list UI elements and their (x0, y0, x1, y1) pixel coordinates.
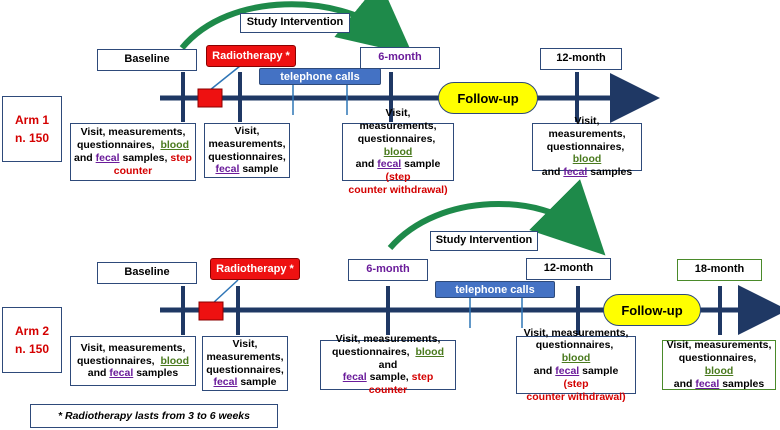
arm1-12month-label: 12-month (540, 48, 622, 70)
t: and (533, 365, 553, 377)
arm1-baseline-label: Baseline (97, 49, 197, 71)
t: Visit, measurements, (80, 341, 186, 354)
arm1-radiotherapy-label: Radiotherapy * (206, 45, 296, 67)
t: questionnaires, (546, 140, 625, 153)
step-word: step (170, 152, 192, 164)
fecal-word: fecal (109, 367, 134, 380)
arm2-desc-18month: Visit, measurements, questionnaires, blo… (662, 339, 776, 390)
arm2-desc-6month: Visit, measurements, questionnaires, blo… (320, 333, 456, 396)
arm2-intervention-label: Study Intervention (430, 231, 538, 251)
t: Visit, (234, 124, 260, 137)
t: samples (590, 166, 633, 179)
arm1-follow-up: Follow-up (438, 82, 538, 114)
t: samples (722, 377, 765, 390)
t: questionnaires, (331, 345, 410, 358)
counter-word: counter (113, 164, 153, 177)
fecal-word: fecal (555, 365, 580, 377)
fecal-word: fecal (215, 163, 240, 176)
arm2-desc-radiotherapy: Visit, measurements, questionnaires, fec… (202, 336, 288, 391)
arm2-desc-baseline: Visit, measurements, questionnaires, blo… (70, 336, 196, 386)
blood-word: blood (415, 345, 445, 358)
blood-word: blood (160, 139, 190, 152)
t: sample, (369, 371, 409, 384)
blood-word: blood (383, 145, 413, 158)
t: samples (136, 367, 179, 380)
blood-word: blood (160, 354, 190, 367)
t: measurements, (208, 137, 286, 150)
t: sample (582, 365, 619, 377)
arm2-baseline-label: Baseline (97, 262, 197, 284)
arm1-label-line2: n. 150 (14, 131, 50, 145)
fecal-word: fecal (342, 371, 367, 384)
t: sample (242, 163, 279, 176)
fecal-word: fecal (695, 377, 720, 390)
arm1-desc-12month: Visit, measurements, questionnaires, blo… (532, 115, 642, 178)
arm1-intervention-curve-arrow (179, 0, 413, 55)
arm1-6month-label: 6-month (360, 47, 440, 69)
t: Visit, measurements, (523, 326, 629, 339)
t: and (673, 377, 693, 390)
t: Visit, measurements, (359, 107, 437, 133)
arm1-desc-baseline: Visit, measurements, questionnaires, blo… (70, 123, 196, 181)
fecal-word: fecal (377, 158, 402, 171)
t: and (355, 158, 375, 171)
t: Visit, measurements, (80, 126, 186, 139)
t: Visit, measurements, (548, 115, 626, 140)
arm2-radiotherapy-label: Radiotherapy * (210, 258, 300, 280)
t: questionnaires, (206, 363, 284, 376)
radiotherapy-footnote: * Radiotherapy lasts from 3 to 6 weeks (30, 404, 278, 428)
t: Visit, measurements, (666, 339, 772, 352)
arm2-6month-label: 6-month (348, 259, 428, 281)
arm2-intervention-curve-arrow (387, 179, 606, 256)
arm2-desc-12month: Visit, measurements, questionnaires, blo… (516, 327, 636, 403)
arm2-radio-marker (198, 301, 224, 321)
arm1-desc-radiotherapy: Visit, measurements, questionnaires, fec… (204, 123, 290, 178)
arm1-radio-marker (197, 88, 223, 108)
withdrawal-words: counter withdrawal) (348, 184, 448, 196)
blood-word: blood (572, 153, 602, 166)
arm2-follow-up: Follow-up (603, 294, 701, 326)
t: and (378, 358, 398, 371)
arm1-radio-connector (209, 65, 241, 91)
t: and (74, 152, 93, 164)
withdrawal-words: counter withdrawal) (526, 390, 626, 403)
blood-word: blood (704, 365, 734, 377)
arm2-telephone-calls: telephone calls (435, 281, 555, 298)
fecal-word: fecal (95, 152, 120, 164)
step-counter-words: step counter (368, 371, 434, 397)
arm2-label: Arm 2 n. 150 (2, 307, 62, 373)
t: questionnaires, (535, 339, 614, 352)
arm1-label: Arm 1 n. 150 (2, 96, 62, 162)
arm1-intervention-label: Study Intervention (240, 13, 350, 33)
blood-word: blood (561, 352, 591, 365)
arm2-18month-label: 18-month (677, 259, 762, 281)
step-word: (step (385, 171, 411, 184)
fecal-word: fecal (213, 376, 238, 389)
arm1-desc-6month: Visit, measurements, questionnaires, blo… (342, 107, 454, 196)
t: and (541, 166, 561, 179)
arm2-label-line2: n. 150 (14, 342, 50, 356)
t: questionnaires, (76, 139, 155, 152)
t: questionnaires, (76, 354, 155, 367)
arm2-12month-label: 12-month (526, 258, 611, 280)
step-word: (step (563, 377, 589, 390)
arm2-radio-connector (211, 279, 239, 305)
t: questionnaires, (678, 352, 757, 365)
t: Visit, (232, 337, 258, 350)
t: questionnaires, (357, 132, 436, 145)
t: questionnaires, (208, 150, 286, 163)
t: samples, (122, 152, 168, 164)
t: measurements, (206, 350, 284, 363)
t: and (87, 367, 107, 380)
t: sample (240, 376, 277, 389)
arm2-label-line1: Arm 2 (14, 324, 49, 338)
t: sample (404, 158, 441, 171)
arm1-label-line1: Arm 1 (14, 113, 49, 127)
t: Visit, measurements, (335, 333, 441, 346)
fecal-word: fecal (563, 166, 588, 179)
arm1-telephone-calls: telephone calls (259, 68, 381, 85)
